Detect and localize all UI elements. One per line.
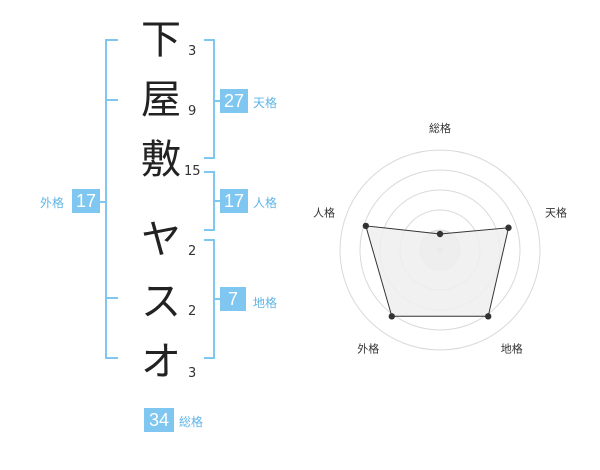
name-char-1: 下 — [141, 17, 181, 63]
tenkaku-bracket — [204, 39, 215, 159]
radar-axis-label-4: 外格 — [357, 342, 379, 356]
name-char-5: ス — [141, 279, 181, 325]
radar-score-area — [365, 225, 510, 317]
jinkaku-badge: 17 — [220, 189, 248, 213]
stroke-count-6: 3 — [188, 366, 197, 381]
radar-axis-label-1: 総格 — [429, 121, 451, 135]
radar-axis-label-3: 地格 — [501, 342, 523, 356]
name-char-3: 敷 — [141, 137, 181, 183]
soukaku-badge: 34 — [144, 408, 174, 432]
radar-point-4 — [388, 313, 396, 320]
gaikaku-label: 外格 — [40, 196, 65, 210]
jinkaku-bracket — [204, 171, 215, 231]
stroke-count-1: 3 — [188, 44, 197, 59]
radar-axis-label-5: 人格 — [313, 205, 335, 219]
tenkaku-badge: 27 — [220, 89, 248, 113]
gaikaku-bracket — [105, 39, 118, 359]
chikaku-badge: 7 — [220, 287, 246, 311]
radar-point-5 — [362, 222, 370, 230]
tenkaku-label: 天格 — [253, 96, 278, 110]
radar-point-3 — [484, 313, 492, 320]
stroke-count-2: 9 — [188, 104, 197, 119]
stroke-count-3: 15 — [184, 164, 201, 179]
radar-point-1 — [436, 230, 444, 238]
radar-point-2 — [505, 224, 512, 231]
gaikaku-badge: 17 — [72, 189, 100, 213]
radar-points — [362, 222, 512, 320]
radar-ring — [359, 169, 521, 331]
stroke-count-5: 2 — [188, 304, 197, 319]
stroke-count-4: 2 — [188, 244, 197, 259]
name-char-6: オ — [141, 339, 181, 385]
name-char-2: 屋 — [141, 77, 181, 123]
chikaku-bracket — [204, 239, 215, 359]
radar-ring — [339, 149, 541, 351]
name-char-4: ヤ — [141, 217, 181, 263]
radar-axis-label-2: 天格 — [545, 205, 567, 219]
jinkaku-label: 人格 — [253, 196, 278, 210]
chikaku-label: 地格 — [253, 296, 278, 310]
soukaku-label: 総格 — [179, 415, 204, 429]
